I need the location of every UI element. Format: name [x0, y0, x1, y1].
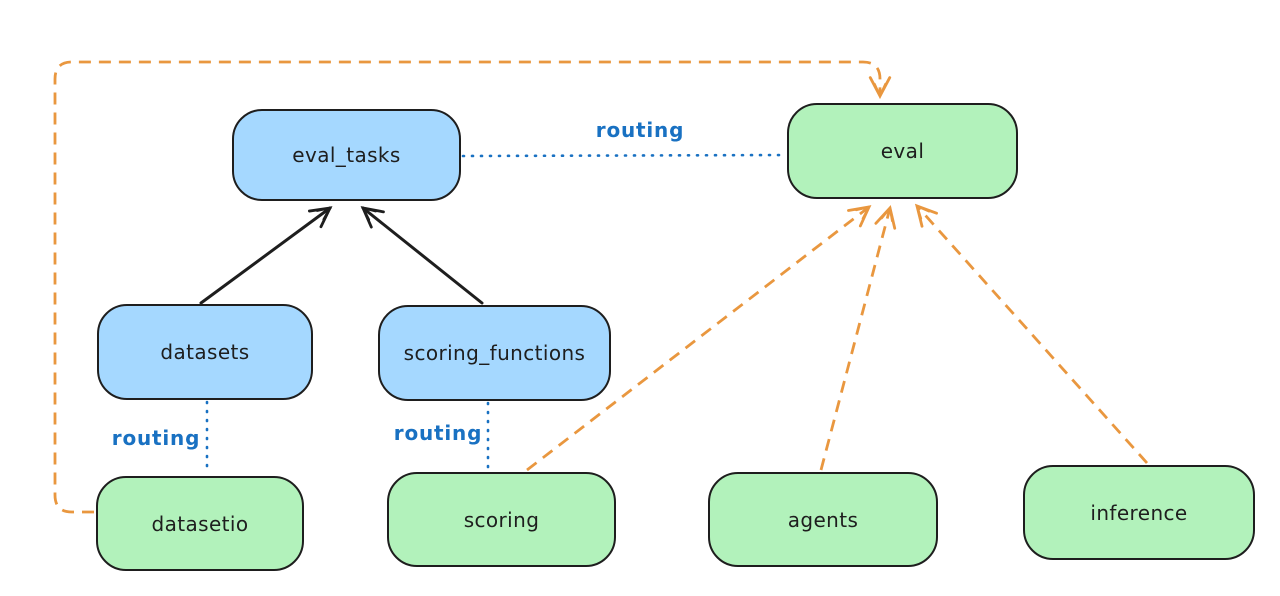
node-scoring-functions: scoring_functions [378, 305, 611, 401]
node-agents-label: agents [787, 507, 859, 532]
node-datasetio: datasetio [96, 476, 304, 571]
edge-datasets-to-eval-tasks [199, 206, 333, 305]
edge-label-routing-datasets-datasetio: routing [111, 426, 201, 450]
edge-eval-tasks-to-eval-routing [461, 153, 787, 158]
node-agents: agents [708, 472, 938, 567]
node-eval-tasks-label: eval_tasks [292, 143, 401, 167]
node-scoring-label: scoring [463, 507, 540, 532]
node-eval-tasks: eval_tasks [232, 109, 461, 201]
node-inference-label: inference [1090, 500, 1188, 525]
edge-scoring-functions-to-eval-tasks [360, 206, 484, 305]
edge-scoring-to-eval [526, 205, 872, 472]
edge-inference-to-eval [914, 203, 1149, 464]
edge-agents-to-eval [819, 205, 897, 471]
node-scoring-functions-label: scoring_functions [403, 341, 586, 365]
node-datasets-label: datasets [160, 340, 250, 364]
edge-label-routing-scoring-functions-scoring: routing [393, 421, 483, 445]
node-eval-label: eval [880, 139, 925, 163]
node-datasetio-label: datasetio [151, 511, 249, 536]
node-datasets: datasets [97, 304, 313, 400]
edge-label-routing-eval-tasks-eval: routing [595, 118, 685, 142]
node-scoring: scoring [387, 472, 616, 567]
node-eval: eval [787, 103, 1018, 199]
node-inference: inference [1023, 465, 1255, 560]
